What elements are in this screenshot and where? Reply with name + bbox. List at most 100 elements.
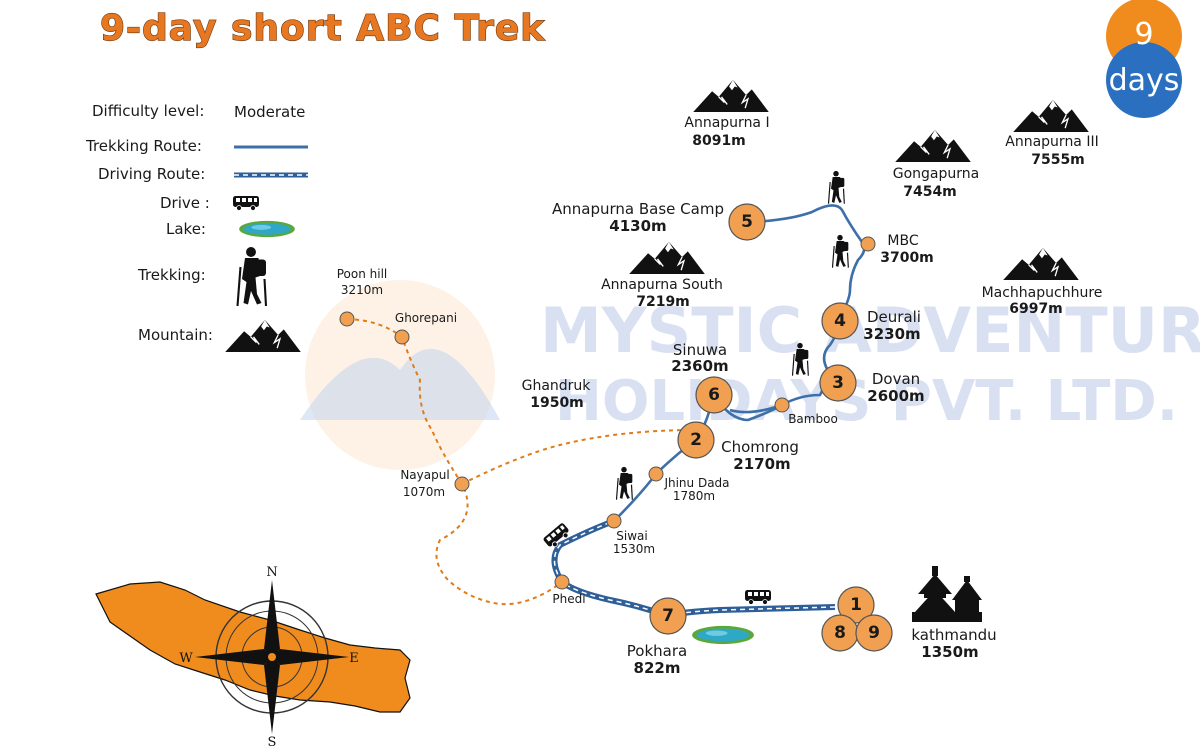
temple-icon xyxy=(912,566,982,622)
waypoint-name-siwai: Siwai xyxy=(616,529,647,543)
day-stop-number: 6 xyxy=(708,385,720,405)
stop-elev-pokhara: 822m xyxy=(634,659,681,677)
hiker-icon xyxy=(831,234,849,268)
nepal-outline xyxy=(95,581,411,713)
legend-trekking-label: Trekking: xyxy=(137,266,206,284)
mountain-icon xyxy=(224,319,302,352)
compass-south: S xyxy=(268,735,277,748)
driving-route xyxy=(551,518,836,620)
stop-name-deurali: Deurali xyxy=(867,308,921,326)
waypoint-name-phedi: Phedi xyxy=(552,592,585,606)
lake-icon xyxy=(692,625,754,645)
legend-drive-label: Drive : xyxy=(160,194,210,212)
day-stop-marker xyxy=(677,421,715,459)
waypoint-marker xyxy=(774,397,790,413)
mbc-name: MBC xyxy=(887,233,918,249)
day-stop-number: 5 xyxy=(741,212,753,232)
legend-difficulty-label: Difficulty level: xyxy=(92,102,204,120)
legend-trekking-route-label: Trekking Route: xyxy=(85,137,202,155)
waypoint-name-bamboo: Bamboo xyxy=(788,412,838,426)
watermark-line2: HOLIDAYS PVT. LTD. xyxy=(555,369,1178,434)
stop-elev-kathmandu: 1350m xyxy=(921,643,978,661)
mountain-elev-annapurna-1: 8091m xyxy=(692,133,746,149)
legend-lake-label: Lake: xyxy=(166,220,206,238)
compass-west: W xyxy=(179,651,193,666)
day-stop-marker xyxy=(837,586,875,624)
mountain-elev-annapurna-south: 7219m xyxy=(636,294,690,310)
badge-bottom-circle xyxy=(1106,42,1182,118)
mountain-elev-gongapurna: 7454m xyxy=(903,184,957,200)
mountain-icon xyxy=(692,79,770,112)
waypoint-marker xyxy=(648,466,664,482)
day-stops: 1 8 9 kathmandu 1350m 2 Chomrong 2170m 3… xyxy=(552,200,997,677)
stop-elev-dovan: 2600m xyxy=(867,387,924,405)
waypoint-marker xyxy=(339,311,355,327)
legend: Difficulty level: Moderate Trekking Rout… xyxy=(85,102,308,352)
badge-number: 9 xyxy=(1134,17,1153,52)
compass-north: N xyxy=(266,565,277,580)
stop-name-abc: Annapurna Base Camp xyxy=(552,200,724,218)
waypoint-elev-nayapul: 1070m xyxy=(403,485,445,499)
day-stop-marker xyxy=(819,364,857,402)
waypoint-elev-jhinu-dada: 1780m xyxy=(673,489,715,503)
hiker-icon xyxy=(615,466,633,500)
mountain-elev-annapurna-3: 7555m xyxy=(1031,152,1085,168)
mountain-icon xyxy=(1002,247,1080,280)
waypoint-name-ghorepani: Ghorepani xyxy=(395,311,457,325)
waypoint-marker xyxy=(554,574,570,590)
nepal-map: N S W E xyxy=(95,565,411,748)
waypoint-elev-siwai: 1530m xyxy=(613,542,655,556)
waypoint-elev-poon-hill: 3210m xyxy=(341,283,383,297)
badge-unit: days xyxy=(1109,63,1180,98)
stop-name-pokhara: Pokhara xyxy=(627,642,687,660)
hiker-icon xyxy=(827,170,845,204)
watermark: MYSTIC ADVENTURE HOLIDAYS PVT. LTD. xyxy=(300,280,1200,470)
stop-name-kathmandu: kathmandu xyxy=(911,626,996,644)
watermark-line1: MYSTIC ADVENTURE xyxy=(540,294,1200,367)
stop-elev-sinuwa: 2360m xyxy=(671,357,728,375)
bus-icon xyxy=(542,521,573,551)
stop-elev-abc: 4130m xyxy=(609,217,666,235)
day-stop-number: 7 xyxy=(662,606,674,626)
legend-driving-route-label: Driving Route: xyxy=(98,165,205,183)
stop-name-chomrong: Chomrong xyxy=(721,438,799,456)
day-stop-number: 9 xyxy=(868,623,880,643)
mountain-name-annapurna-3: Annapurna III xyxy=(1005,134,1098,150)
day-stop-number: 1 xyxy=(850,595,862,615)
stop-elev-chomrong: 2170m xyxy=(733,455,790,473)
stop-name-dovan: Dovan xyxy=(872,370,920,388)
mountain-icon xyxy=(894,129,972,162)
stop-elev-deurali: 3230m xyxy=(863,325,920,343)
day-stop-marker xyxy=(695,376,733,414)
ghandruk-elevation: 1950m xyxy=(530,395,584,411)
mbc-elevation: 3700m xyxy=(880,250,934,266)
waypoint-marker xyxy=(606,513,622,529)
day-stop-marker xyxy=(821,302,859,340)
day-stop-number: 3 xyxy=(832,373,844,393)
bus-icon xyxy=(744,589,772,605)
legend-difficulty-value: Moderate xyxy=(234,103,305,121)
waypoint-marker xyxy=(454,476,470,492)
waypoint-name-poon-hill: Poon hill xyxy=(337,267,388,281)
bus-icon xyxy=(232,195,260,211)
mountain-elev-machhapuchhure: 6997m xyxy=(1009,301,1063,317)
mountain-icon xyxy=(1012,99,1090,132)
legend-mountain-label: Mountain: xyxy=(138,326,213,344)
hiker-icon xyxy=(236,246,268,306)
waypoint-name-jhinu-dada: Jhinu Dada xyxy=(663,476,729,490)
day-stop-number: 8 xyxy=(834,623,846,643)
mountain-name-annapurna-south: Annapurna South xyxy=(601,277,723,293)
compass-east: E xyxy=(349,651,359,666)
waypoint-name-nayapul: Nayapul xyxy=(400,468,449,482)
waypoints: Poon hill 3210m Ghorepani Nayapul 1070m … xyxy=(337,233,934,606)
day-stop-marker xyxy=(855,614,893,652)
day-stop-number: 4 xyxy=(834,311,846,331)
day-stop-number: 2 xyxy=(690,430,702,450)
days-badge: 9 days xyxy=(1106,0,1182,118)
mountain-icon xyxy=(628,241,706,274)
lake-icon xyxy=(239,220,295,238)
mountain-name-machhapuchhure: Machhapuchhure xyxy=(982,285,1103,301)
compass-rose: N S W E xyxy=(179,565,358,748)
ghandruk-name: Ghandruk xyxy=(522,378,592,394)
